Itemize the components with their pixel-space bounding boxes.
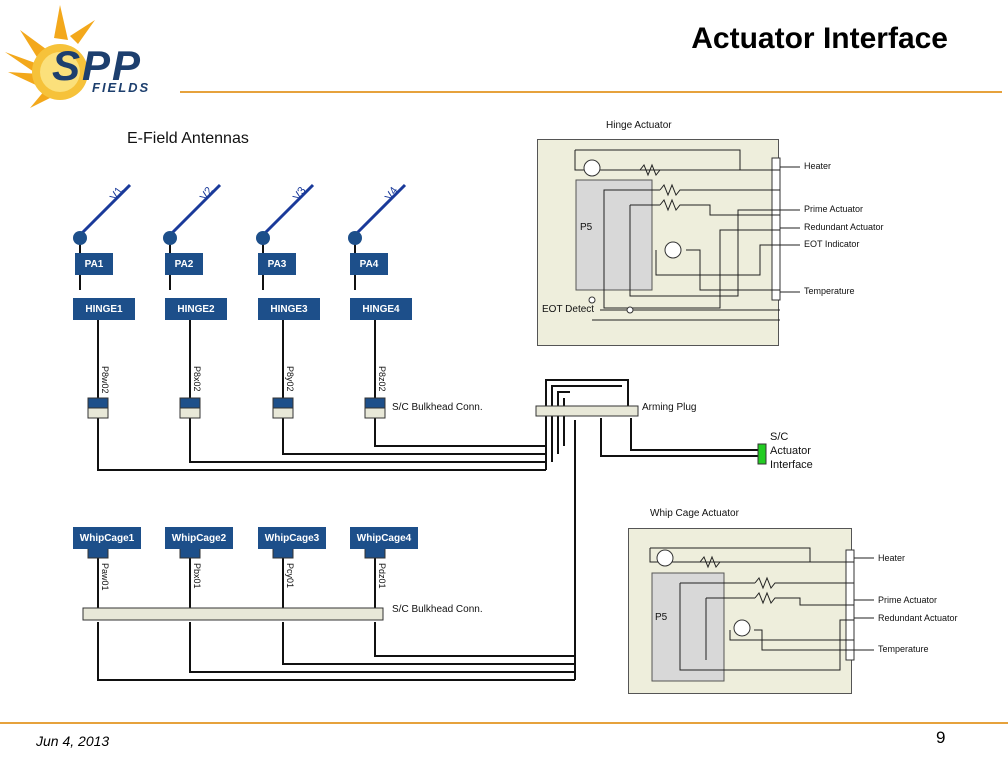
arming-plug-label: Arming Plug — [642, 402, 697, 413]
footer-divider — [0, 722, 1008, 724]
pa-box: PA2 — [165, 253, 203, 275]
whipcage-box: WhipCage1 — [73, 527, 141, 549]
efield-title: E-Field Antennas — [127, 130, 249, 147]
whipcage-box: WhipCage4 — [350, 527, 418, 549]
hinge-box: HINGE3 — [258, 298, 320, 320]
bulkhead-label-top: S/C Bulkhead Conn. — [392, 402, 483, 413]
footer-date: Jun 4, 2013 — [36, 733, 110, 749]
hinge-label-heater: Heater — [804, 161, 832, 171]
pa-box: PA1 — [75, 253, 113, 275]
hinge-p5-label: P5 — [580, 222, 593, 233]
spp-fields-logo — [5, 5, 95, 108]
hinge-label-eot: EOT Indicator — [804, 239, 860, 249]
sc-actuator-interface-label: S/C Actuator Interface — [770, 431, 813, 471]
hinge-label-temperature: Temperature — [804, 286, 855, 296]
hinge-box: HINGE2 — [165, 298, 227, 320]
hinge-box: HINGE4 — [350, 298, 412, 320]
whipcage-box: WhipCage3 — [258, 527, 326, 549]
whip-p5-label: P5 — [655, 612, 668, 623]
whip-label-heater: Heater — [878, 553, 906, 563]
hinge-actuator-title: Hinge Actuator — [606, 120, 672, 131]
eot-detect-label: EOT Detect — [542, 304, 595, 315]
page-title: Actuator Interface — [691, 22, 948, 55]
hinge-label-prime: Prime Actuator — [804, 204, 864, 214]
pa-box: PA3 — [258, 253, 296, 275]
header-divider — [180, 91, 1002, 93]
hinge-label-redundant: Redundant Actuator — [804, 222, 884, 232]
logo-text: SPP — [52, 42, 143, 89]
whip-label-prime: Prime Actuator — [878, 595, 938, 605]
whip-actuator-title: Whip Cage Actuator — [650, 508, 739, 519]
whip-label-temperature: Temperature — [878, 644, 929, 654]
bulkhead-label-bottom: S/C Bulkhead Conn. — [392, 604, 483, 615]
whip-label-redundant: Redundant Actuator — [878, 613, 958, 623]
hinge-box: HINGE1 — [73, 298, 135, 320]
whipcage-box: WhipCage2 — [165, 527, 233, 549]
page-number: 9 — [936, 728, 946, 747]
pa-box: PA4 — [350, 253, 388, 275]
logo-subtext: FIELDS — [92, 80, 151, 95]
